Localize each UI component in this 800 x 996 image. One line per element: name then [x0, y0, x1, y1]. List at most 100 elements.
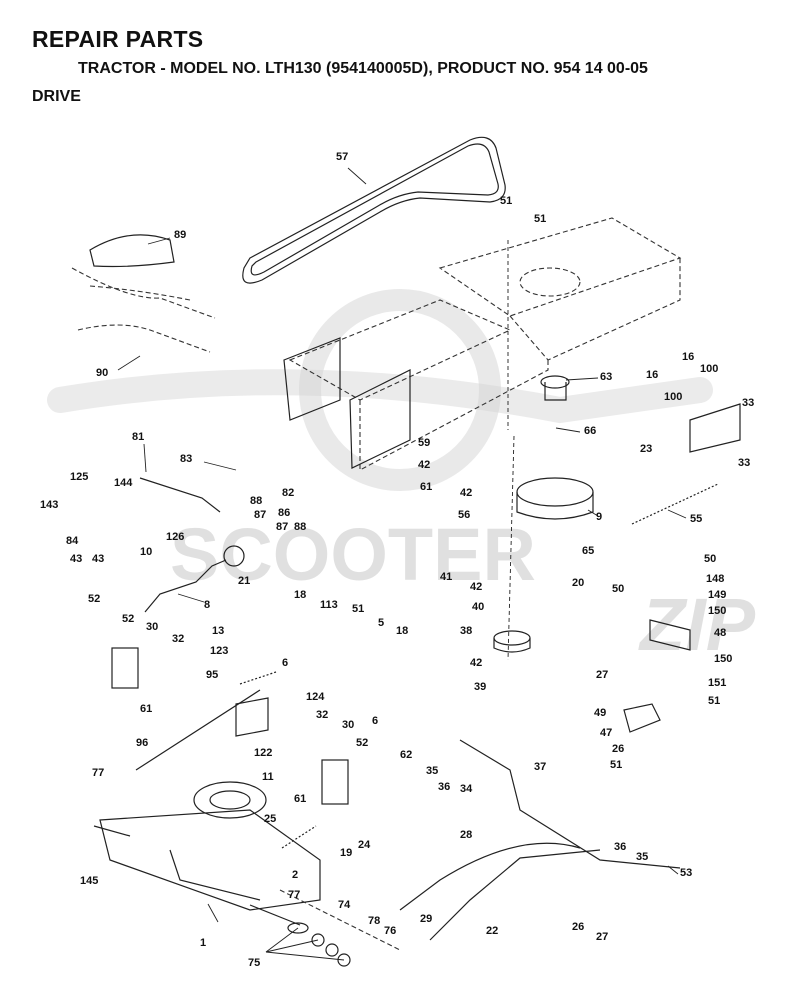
callout-label: 42 — [470, 581, 482, 593]
callout-label: 13 — [212, 625, 224, 637]
callout-label: 150 — [714, 653, 732, 665]
callout-label: 51 — [610, 759, 622, 771]
callout-label: 76 — [384, 925, 396, 937]
callout-label: 1 — [200, 937, 206, 949]
callout-label: 25 — [264, 813, 276, 825]
callout-label: 90 — [96, 367, 108, 379]
callout-label: 48 — [714, 627, 726, 639]
callout-label: 53 — [680, 867, 692, 879]
callout-label: 43 — [70, 553, 82, 565]
callout-label: 88 — [250, 495, 262, 507]
callout-label: 36 — [438, 781, 450, 793]
callout-label: 62 — [400, 749, 412, 761]
watermark-text: SCOOTER — [170, 513, 536, 596]
callout-label: 42 — [418, 459, 430, 471]
callout-label: 39 — [474, 681, 486, 693]
callout-label: 122 — [254, 747, 272, 759]
callout-label: 33 — [742, 397, 754, 409]
linkage — [135, 477, 681, 941]
callout-label: 52 — [122, 613, 134, 625]
callout-label: 6 — [372, 715, 378, 727]
callout-label: 151 — [708, 677, 726, 689]
callout-label: 56 — [458, 509, 470, 521]
callout-label: 33 — [738, 457, 750, 469]
callout-label: 50 — [704, 553, 716, 565]
callout-label: 144 — [114, 477, 133, 489]
callout-label: 149 — [708, 589, 726, 601]
watermark-mark: ZIP — [638, 583, 756, 666]
callout-label: 145 — [80, 875, 98, 887]
callout-label: 10 — [140, 546, 152, 558]
callout-label: 27 — [596, 669, 608, 681]
callout-label: 26 — [572, 921, 584, 933]
callout-label: 21 — [238, 575, 250, 587]
callout-label: 8 — [204, 599, 210, 611]
callout-label: 55 — [690, 513, 702, 525]
axle-hardware — [279, 889, 401, 967]
callout-label: 28 — [460, 829, 472, 841]
callout-label: 77 — [288, 889, 300, 901]
callout-label: 124 — [306, 691, 325, 703]
tractor-frame — [283, 217, 682, 471]
callout-label: 16 — [646, 369, 658, 381]
callout-label: 22 — [486, 925, 498, 937]
callout-label: 77 — [92, 767, 104, 779]
page-title: REPAIR PARTS — [32, 26, 204, 52]
callout-label: 143 — [40, 499, 58, 511]
callout-label: 65 — [582, 545, 594, 557]
callout-label: 52 — [356, 737, 368, 749]
callout-label: 61 — [140, 703, 152, 715]
callout-label: 2 — [292, 869, 298, 881]
callout-label: 100 — [700, 363, 718, 375]
brackets — [111, 403, 741, 805]
callout-label: 35 — [636, 851, 648, 863]
callout-label: 19 — [340, 847, 352, 859]
callout-label: 86 — [278, 507, 290, 519]
callout-label: 50 — [612, 583, 624, 595]
callout-label: 18 — [294, 589, 306, 601]
callout-label: 42 — [460, 487, 472, 499]
callout-label: 36 — [614, 841, 626, 853]
callout-label: 5 — [378, 617, 384, 629]
callout-label: 30 — [146, 621, 158, 633]
callout-label: 126 — [166, 531, 184, 543]
callout-label: 35 — [426, 765, 438, 777]
callout-label: 150 — [708, 605, 726, 617]
page-subtitle: TRACTOR - MODEL NO. LTH130 (954140005D),… — [78, 60, 648, 77]
callout-label: 29 — [420, 913, 432, 925]
callout-label: 81 — [132, 431, 144, 443]
callout-label: 57 — [336, 151, 348, 163]
callout-label: 32 — [316, 709, 328, 721]
callout-label: 26 — [612, 743, 624, 755]
callout-label: 43 — [92, 553, 104, 565]
callout-label: 63 — [600, 371, 612, 383]
callout-label: 51 — [534, 213, 546, 225]
callout-label: 38 — [460, 625, 472, 637]
callout-label: 37 — [534, 761, 546, 773]
callout-label: 96 — [136, 737, 148, 749]
callout-label: 75 — [248, 957, 260, 969]
callout-label: 95 — [206, 669, 218, 681]
callout-label: 61 — [420, 481, 432, 493]
callout-label: 40 — [472, 601, 484, 613]
belt — [242, 136, 506, 284]
callout-label: 41 — [440, 571, 452, 583]
callout-label: 82 — [282, 487, 294, 499]
callout-label: 88 — [294, 521, 306, 533]
callout-label: 59 — [418, 437, 430, 449]
watermark: SCOOTER ZIP — [47, 289, 756, 666]
callout-label: 9 — [596, 511, 602, 523]
callout-label: 24 — [358, 839, 371, 851]
callout-label: 47 — [600, 727, 612, 739]
callout-label: 42 — [470, 657, 482, 669]
callout-label: 78 — [368, 915, 380, 927]
callout-label: 30 — [342, 719, 354, 731]
callout-label: 100 — [664, 391, 682, 403]
callout-label: 125 — [70, 471, 88, 483]
callout-label: 20 — [572, 577, 584, 589]
springs — [239, 483, 719, 849]
callout-label: 51 — [500, 195, 512, 207]
callout-label: 16 — [682, 351, 694, 363]
